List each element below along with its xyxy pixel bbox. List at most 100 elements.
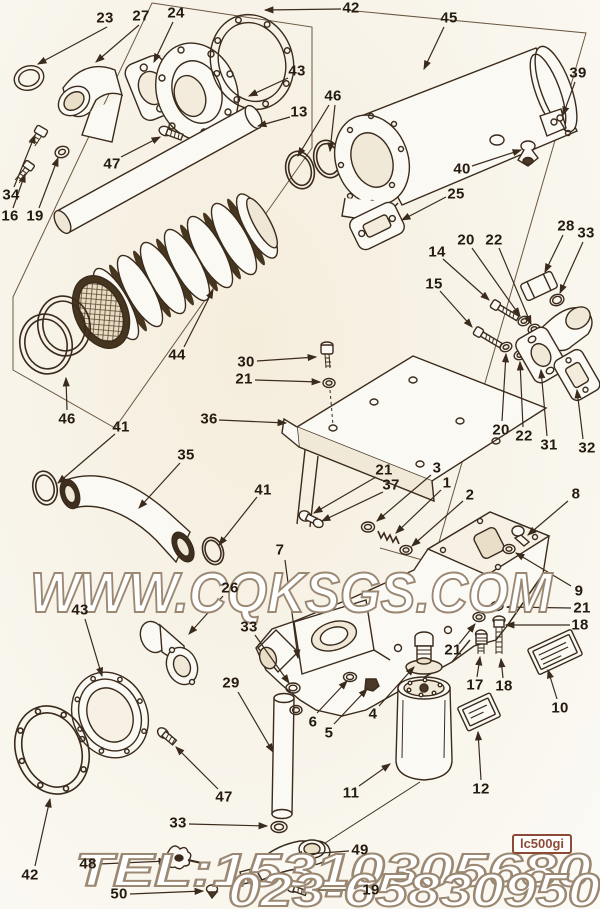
- leader-line-22: [516, 360, 524, 428]
- leader-line-37: [320, 491, 384, 522]
- part-cover-43: [70, 671, 150, 759]
- part-fitting-40: [517, 140, 539, 167]
- leader-line-7: [284, 559, 301, 660]
- leader-line-33: [559, 241, 584, 295]
- leader-line-11: [358, 763, 391, 787]
- part-washer-21-bracket: [322, 377, 336, 389]
- part-clamp-48: [164, 845, 207, 870]
- leader-line-2: [411, 500, 464, 547]
- leader-line-29: [237, 691, 274, 754]
- leader-line-46: [327, 104, 336, 153]
- watermark-brand: WWW.CQKSGS.COM: [30, 561, 553, 625]
- part-bracket-36: [281, 355, 548, 528]
- leader-line-45: [423, 26, 445, 71]
- part-washer-19: [54, 145, 70, 159]
- part-bolt-47-bottom: [156, 727, 178, 746]
- part-plug-50: [205, 884, 219, 900]
- part-bolt-18: [492, 615, 506, 654]
- leader-line-12: [474, 730, 483, 781]
- part-oring-33-topright: [549, 293, 565, 307]
- leader-line-5: [333, 688, 368, 725]
- leader-line-21: [254, 378, 322, 386]
- leader-line-4: [378, 666, 415, 707]
- part-sender-17: [474, 629, 488, 654]
- part-gasket-42-bottom: [14, 705, 90, 795]
- leader-line-42: [263, 6, 342, 14]
- leader-line-16: [12, 172, 26, 209]
- part-tube-13: [53, 104, 263, 235]
- part-pin-39: [556, 114, 572, 137]
- leader-line-28: [544, 234, 564, 274]
- leader-line-33: [254, 634, 290, 684]
- part-hose-28: [520, 270, 558, 302]
- part-plate-12: [457, 692, 501, 732]
- leader-line-8: [527, 500, 569, 536]
- watermark-stamp: lc500gi: [512, 834, 572, 854]
- leader-line-6: [316, 680, 348, 714]
- leader-line-32: [574, 388, 584, 440]
- part-oring-small: [289, 704, 303, 716]
- part-oring-41-left: [31, 470, 59, 506]
- part-plate-10: [527, 629, 583, 675]
- part-elbow-49: [239, 839, 331, 885]
- leader-line-46: [62, 376, 70, 411]
- leader-line-27: [95, 24, 140, 63]
- leader-line-30: [256, 353, 318, 362]
- leader-line-48: [98, 857, 169, 865]
- leader-line-3: [376, 474, 432, 522]
- watermark-phone2: 023-65830950: [228, 864, 600, 909]
- part-bolt-19-bottom: [285, 883, 308, 897]
- leader-line-46: [297, 104, 330, 158]
- part-housing-45: [333, 45, 578, 223]
- leader-line-47: [120, 136, 162, 158]
- part-orings-46-left: [19, 295, 91, 375]
- part-connection-31: [515, 306, 593, 384]
- leader-line-34: [13, 133, 36, 188]
- leader-line-17: [475, 655, 483, 678]
- part-bolt-30: [320, 341, 334, 369]
- part-oring-33-mid: [285, 682, 301, 694]
- leader-line-43: [84, 618, 104, 678]
- callout-leader-lines: [12, 6, 584, 895]
- leader-line-1: [395, 489, 442, 534]
- leader-line-35: [138, 462, 181, 509]
- leader-line-43: [247, 77, 289, 97]
- leader-line-20: [501, 352, 510, 422]
- part-seal-9: [502, 543, 516, 555]
- leader-line-20: [471, 247, 521, 317]
- part-bolt-47-top: [158, 125, 184, 141]
- part-washer-2: [399, 544, 413, 556]
- part-gasket-32: [553, 348, 600, 402]
- part-oring-41-right: [201, 536, 225, 566]
- leader-line-40: [471, 149, 523, 167]
- leader-line-26: [188, 595, 224, 635]
- part-gasket-25: [349, 201, 405, 251]
- part-ring-42-top: [209, 13, 295, 111]
- leader-line-25: [400, 196, 447, 221]
- leader-line-9: [514, 552, 572, 587]
- backdrop-sheets: [12, 2, 587, 564]
- part-cooler-core-44: [71, 193, 279, 349]
- leader-line-22: [498, 247, 532, 326]
- part-oring-33-bottom: [270, 820, 288, 834]
- leader-line-39: [562, 81, 576, 117]
- leader-line-15: [439, 290, 473, 328]
- part-hose-35: [59, 475, 195, 564]
- leader-line-44: [183, 288, 214, 348]
- part-oring-23: [13, 64, 45, 92]
- watermark-phone1: TEL:15310305680: [75, 844, 592, 896]
- leader-line-10: [547, 668, 558, 700]
- leader-line-47: [175, 746, 219, 790]
- part-ring-3: [360, 521, 376, 533]
- leader-line-41: [57, 433, 116, 484]
- part-valve-26: [139, 620, 199, 686]
- part-thermostat-4: [414, 631, 434, 665]
- part-elbow-27: [57, 65, 124, 143]
- part-tube-29: [271, 692, 295, 820]
- leader-line-33: [188, 822, 269, 830]
- leader-line-13: [256, 116, 291, 128]
- leader-line-19: [38, 156, 59, 209]
- part-flange-hub: [155, 42, 239, 142]
